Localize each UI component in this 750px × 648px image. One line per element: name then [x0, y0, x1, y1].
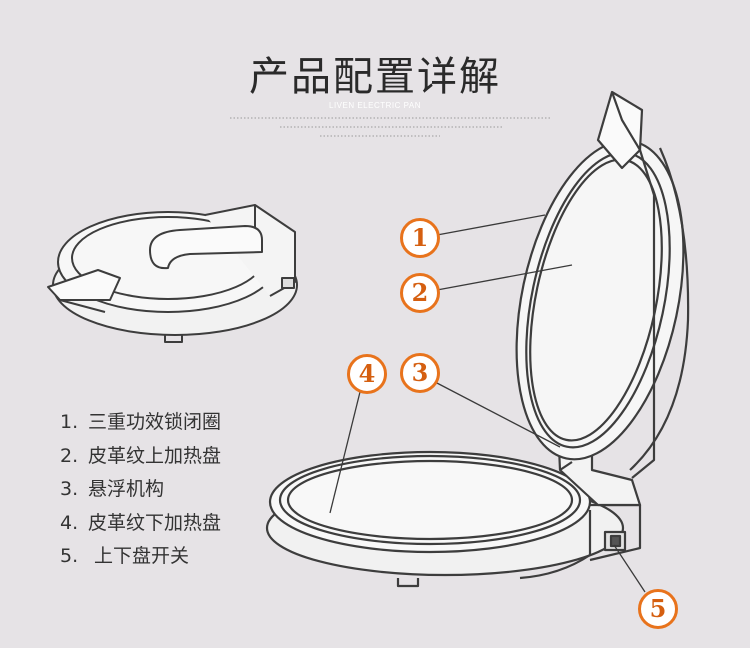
legend-number: 5.	[60, 545, 79, 567]
legend-item: 3. 悬浮机构	[60, 473, 221, 507]
legend-label: 上下盘开关	[88, 545, 190, 567]
fine-print-lines	[230, 117, 552, 137]
callout-5: 5	[638, 589, 678, 629]
legend-item: 4. 皮革纹下加热盘	[60, 507, 221, 541]
legend-label: 皮革纹上加热盘	[88, 444, 222, 467]
parts-legend: 1. 三重功效锁闭圈 2. 皮革纹上加热盘 3. 悬浮机构 4. 皮革纹下加热盘 5. …	[60, 406, 221, 574]
callout-4: 4	[347, 354, 387, 394]
legend-number: 2.	[60, 444, 79, 467]
legend-number: 1.	[60, 411, 79, 433]
page-title: 产品配置详解	[249, 54, 501, 100]
callout-1: 1	[400, 218, 440, 258]
callout-3: 3	[400, 353, 440, 393]
legend-label: 皮革纹下加热盘	[88, 511, 222, 534]
legend-number: 4.	[60, 511, 79, 534]
legend-label: 三重功效锁闭圈	[88, 411, 222, 433]
legend-item: 1. 三重功效锁闭圈	[60, 406, 221, 440]
legend-item: 5. 上下盘开关	[60, 540, 221, 574]
legend-number: 3.	[60, 478, 79, 500]
legend-label: 悬浮机构	[88, 478, 165, 500]
page-subtitle: LIVEN ELECTRIC PAN	[329, 101, 421, 110]
legend-item: 2. 皮革纹上加热盘	[60, 440, 221, 474]
callout-leaders	[329, 214, 646, 593]
callout-2: 2	[400, 273, 440, 313]
closed-pan-illustration	[47, 204, 298, 343]
open-pan-illustration	[265, 90, 690, 588]
